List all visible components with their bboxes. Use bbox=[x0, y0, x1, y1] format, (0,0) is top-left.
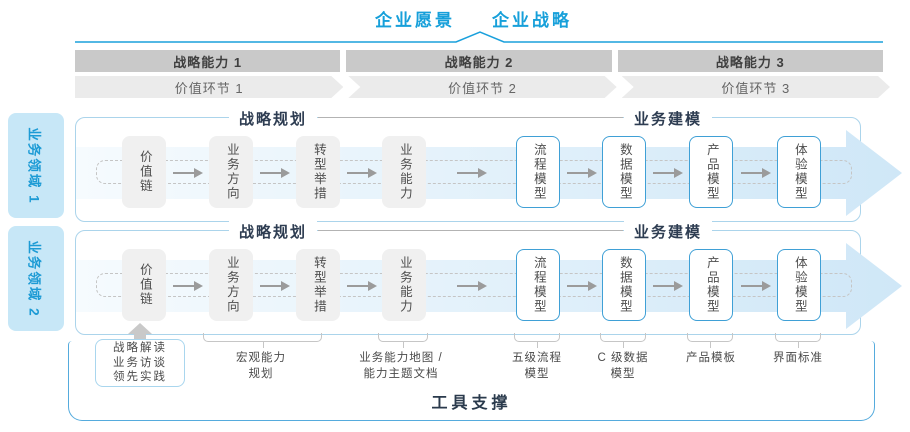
product-model-node: 产品模型 bbox=[689, 249, 733, 321]
right-arrow-icon bbox=[260, 281, 290, 291]
value-segment-1: 价值环节 1 bbox=[75, 76, 343, 98]
business-direction-node: 业务方向 bbox=[209, 249, 253, 321]
deliverable-data-model: C 级数据 模型 bbox=[597, 352, 649, 381]
tool-support-label: 工具支撑 bbox=[431, 395, 512, 412]
transformation-initiative-node: 转型举措 bbox=[296, 136, 340, 208]
data-model-node: 数据模型 bbox=[602, 249, 646, 321]
right-arrow-icon bbox=[173, 168, 203, 178]
phase-header-row: 战略规划 业务建模 bbox=[76, 221, 860, 242]
right-arrow-icon bbox=[653, 281, 683, 291]
capability-segment-3: 战略能力 3 bbox=[617, 50, 883, 72]
right-arrow-icon bbox=[347, 281, 377, 291]
deliverable-ui-standard: 界面标准 bbox=[773, 352, 823, 364]
phase-header-row: 战略规划 业务建模 bbox=[76, 108, 860, 129]
transformation-initiative-node: 转型举措 bbox=[296, 249, 340, 321]
deliverable-macro-capability: 宏观能力 规划 bbox=[236, 352, 286, 381]
capability-segment-1: 战略能力 1 bbox=[75, 50, 341, 72]
phase-connector-line bbox=[318, 230, 623, 231]
underbrace-icon bbox=[775, 333, 821, 348]
right-arrow-icon bbox=[653, 168, 683, 178]
strategic-planning-header: 战略规划 bbox=[228, 221, 318, 242]
process-model-node: 流程模型 bbox=[516, 249, 560, 321]
business-direction-node: 业务方向 bbox=[209, 136, 253, 208]
right-arrow-icon bbox=[567, 281, 597, 291]
right-arrow-icon bbox=[260, 168, 290, 178]
business-domain-1-chip: 业务领域 1 bbox=[8, 113, 64, 218]
value-segment-3: 价值环节 3 bbox=[622, 76, 890, 98]
right-arrow-icon bbox=[457, 168, 487, 178]
business-modeling-header: 业务建模 bbox=[623, 221, 713, 242]
tool-support-container: 工具支撑 bbox=[68, 341, 875, 421]
inputs-line-3: 领先实践 bbox=[113, 371, 167, 384]
strategic-planning-header: 战略规划 bbox=[228, 108, 318, 129]
top-title-row: 企业愿景 企业战略 bbox=[75, 6, 883, 32]
enterprise-strategy-title: 企业战略 bbox=[492, 11, 572, 30]
underbrace-icon bbox=[378, 333, 428, 348]
right-arrow-icon bbox=[567, 168, 597, 178]
product-model-node: 产品模型 bbox=[689, 136, 733, 208]
right-arrow-icon bbox=[347, 168, 377, 178]
experience-model-node: 体验模型 bbox=[777, 249, 821, 321]
phase-connector-line bbox=[318, 117, 623, 118]
right-arrow-icon bbox=[173, 281, 203, 291]
up-arrow-icon bbox=[128, 323, 152, 341]
inputs-line-2: 业务访谈 bbox=[113, 356, 167, 369]
value-chain-node: 价值链 bbox=[122, 136, 166, 208]
title-divider-line bbox=[75, 31, 883, 43]
strategy-inputs-box: 战略解读 业务访谈 领先实践 bbox=[95, 339, 185, 387]
right-arrow-icon bbox=[741, 168, 771, 178]
deliverable-capability-map: 业务能力地图 / 能力主题文档 bbox=[359, 352, 443, 381]
experience-model-node: 体验模型 bbox=[777, 136, 821, 208]
value-link-band: 价值环节 1 价值环节 2 价值环节 3 bbox=[75, 76, 890, 98]
business-modeling-header: 业务建模 bbox=[623, 108, 713, 129]
business-capability-node: 业务能力 bbox=[382, 136, 426, 208]
inputs-line-1: 战略解读 bbox=[113, 341, 167, 354]
underbrace-icon bbox=[687, 333, 733, 348]
underbrace-icon bbox=[600, 333, 646, 348]
value-chain-node: 价值链 bbox=[122, 249, 166, 321]
underbrace-icon bbox=[203, 333, 322, 348]
deliverable-product-template: 产品模板 bbox=[686, 352, 736, 364]
dashed-pipeline-track bbox=[96, 273, 852, 297]
business-domain-2-label: 业务领域 2 bbox=[27, 239, 43, 318]
right-arrow-icon bbox=[457, 281, 487, 291]
business-capability-node: 业务能力 bbox=[382, 249, 426, 321]
business-domain-2-chip: 业务领域 2 bbox=[8, 226, 64, 331]
process-model-node: 流程模型 bbox=[516, 136, 560, 208]
domain-1-flow-container: 价值链 业务方向 转型举措 业务能力 流程模型 数据模型 产品模型 体验模型 战… bbox=[75, 108, 902, 222]
value-segment-2: 价值环节 2 bbox=[348, 76, 616, 98]
domain-2-flow-container: 价值链 业务方向 转型举措 业务能力 流程模型 数据模型 产品模型 体验模型 战… bbox=[75, 221, 902, 335]
data-model-node: 数据模型 bbox=[602, 136, 646, 208]
business-domain-1-label: 业务领域 1 bbox=[27, 126, 43, 205]
dashed-pipeline-track bbox=[96, 160, 852, 184]
strategic-capability-band: 战略能力 1 战略能力 2 战略能力 3 bbox=[75, 50, 883, 72]
enterprise-vision-title: 企业愿景 bbox=[375, 11, 455, 30]
deliverable-process-model: 五级流程 模型 bbox=[512, 352, 562, 381]
capability-segment-2: 战略能力 2 bbox=[346, 50, 612, 72]
underbrace-icon bbox=[514, 333, 560, 348]
right-arrow-icon bbox=[741, 281, 771, 291]
